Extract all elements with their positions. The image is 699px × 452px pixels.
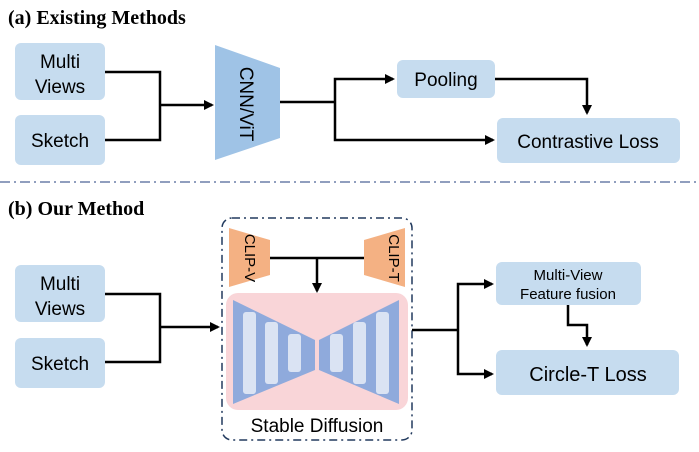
multi-views-label-line2: Views (35, 77, 85, 98)
pooling-box: Pooling (397, 60, 495, 98)
sketch-b-label: Sketch (31, 354, 89, 375)
clip-v-label: CLIP-V (241, 234, 258, 282)
arrow-fusion-to-loss (566, 305, 592, 347)
unet-icon (233, 300, 399, 404)
stable-diffusion-container (221, 217, 413, 441)
arrow-pooling-to-loss (495, 77, 592, 115)
circle-t-loss-label: Circle-T Loss (529, 364, 646, 386)
contrastive-loss-label: Contrastive Loss (517, 132, 659, 153)
clip-t-encoder: CLIP-T (364, 228, 405, 287)
circle-t-loss-box: Circle-T Loss (496, 350, 679, 395)
multi-views-b-label-line1: Multi (40, 274, 80, 295)
fusion-label-line2: Feature fusion (520, 286, 616, 303)
feature-fusion-box: Multi-View Feature fusion (496, 262, 641, 305)
merge-connector-a (105, 70, 162, 142)
sketch-box-a: Sketch (15, 115, 105, 165)
sketch-box-b: Sketch (15, 338, 105, 388)
multi-views-b-label-line2: Views (35, 299, 85, 320)
arrow-to-contrastive (333, 102, 495, 145)
pooling-label: Pooling (414, 70, 477, 91)
merge-connector-b (105, 292, 162, 364)
encoder-label: CNN/ViT (235, 67, 256, 142)
stable-diffusion-label: Stable Diffusion (251, 416, 384, 437)
clip-t-label: CLIP-T (385, 234, 402, 282)
multi-views-box-b: Multi Views (15, 265, 105, 322)
arrow-to-fusion (456, 279, 494, 330)
section-b-title: (b) Our Method (8, 198, 144, 220)
cnn-vit-encoder: CNN/ViT (215, 45, 280, 160)
clip-v-encoder: CLIP-V (229, 228, 270, 287)
arrow-to-circle-loss (456, 330, 494, 379)
multi-views-box-a: Multi Views (15, 43, 105, 100)
fusion-label-line1: Multi-View (534, 267, 603, 284)
sketch-label: Sketch (31, 131, 89, 152)
contrastive-loss-box: Contrastive Loss (497, 118, 680, 163)
section-a-title: (a) Existing Methods (8, 7, 186, 29)
arrow-to-pooling (333, 74, 395, 102)
multi-views-label-line1: Multi (40, 52, 80, 73)
